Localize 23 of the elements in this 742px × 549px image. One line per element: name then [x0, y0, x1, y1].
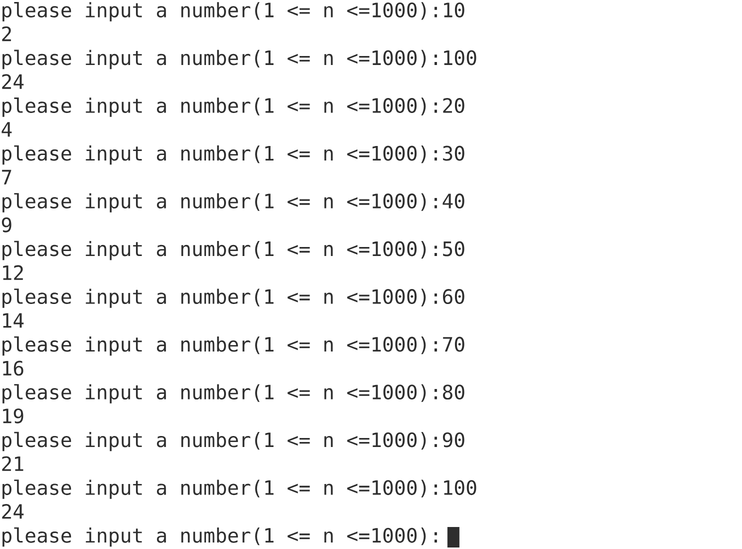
- output-line: 12: [3, 265, 23, 280]
- output-line: 24: [2, 74, 24, 89]
- output-line: 21: [2, 456, 24, 471]
- prompt-line: please input a number(1 <= n <=1000):100: [2, 480, 476, 499]
- prompt-line: please input a number(1 <= n <=1000):70: [2, 336, 464, 356]
- prompt-line: please input a number(1 <= n <=1000):90: [2, 432, 464, 452]
- output-line: 4: [2, 122, 12, 137]
- output-line: 16: [3, 360, 24, 376]
- prompt-line: please input a number(1 <= n <=1000):80: [2, 384, 464, 404]
- prompt-line: please input a number(1 <= n <=1000):100: [2, 50, 476, 70]
- output-line: 24: [2, 504, 24, 519]
- prompt-line: please input a number(1 <= n <=1000):30: [2, 145, 464, 165]
- output-line: 2: [2, 26, 11, 42]
- output-line: 19: [3, 408, 24, 424]
- output-line: 14: [3, 313, 24, 328]
- prompt-line: please input a number(1 <= n <=1000):40: [2, 193, 464, 212]
- output-line: 7: [2, 170, 12, 184]
- output-line: 9: [2, 217, 12, 232]
- prompt-line: please input a number(1 <= n <=1000):10: [2, 2, 464, 22]
- prompt-line: please input a number(1 <= n <=1000):60: [2, 288, 464, 308]
- prompt-line: please input a number(1 <= n <=1000):20: [2, 98, 464, 117]
- prompt-line: please input a number(1 <= n <=1000):: [2, 527, 437, 547]
- prompt-line: please input a number(1 <= n <=1000):50: [2, 240, 464, 260]
